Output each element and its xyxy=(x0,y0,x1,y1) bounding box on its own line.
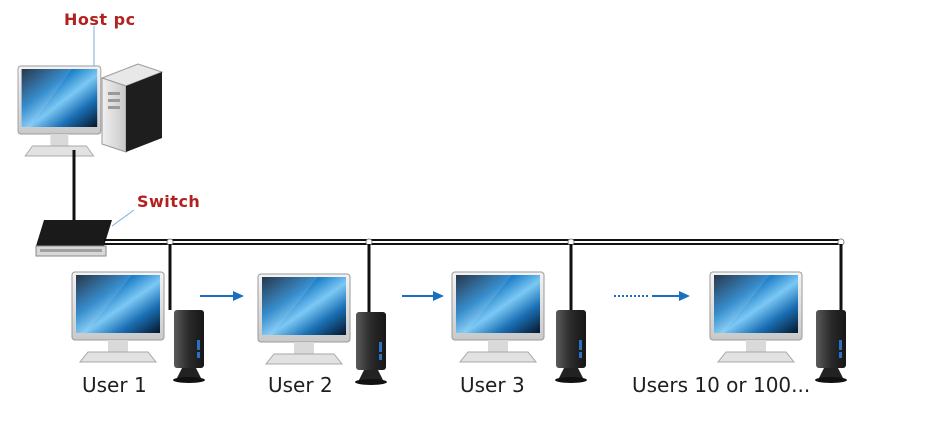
user-station-3 xyxy=(451,271,587,383)
arrow-icon xyxy=(200,291,244,301)
dotted-arrow-icon xyxy=(614,291,690,301)
arrow-icon xyxy=(402,291,444,301)
user-2-label: User 2 xyxy=(268,373,333,397)
user-1-label: User 1 xyxy=(82,373,147,397)
monitor-icon xyxy=(257,273,351,365)
monitor-icon xyxy=(451,271,545,363)
monitor-icon xyxy=(709,271,803,363)
user-station-n xyxy=(709,271,847,383)
user-station-1 xyxy=(71,271,205,383)
switch-label: Switch xyxy=(137,192,201,211)
thin-client-icon xyxy=(355,312,387,385)
thin-client-icon xyxy=(555,310,587,383)
host-pc-label: Host pc xyxy=(64,10,136,29)
host-pc xyxy=(17,63,164,157)
host-monitor-icon xyxy=(17,65,102,157)
tower-pc-icon xyxy=(100,63,164,153)
thin-client-icon xyxy=(815,310,847,383)
users-n-label: Users 10 or 100... xyxy=(632,373,811,397)
monitor-icon xyxy=(71,271,165,363)
user-3-label: User 3 xyxy=(460,373,525,397)
thin-client-icon xyxy=(173,310,205,383)
switch-label-leader xyxy=(111,209,135,227)
network-switch-icon xyxy=(35,220,112,257)
